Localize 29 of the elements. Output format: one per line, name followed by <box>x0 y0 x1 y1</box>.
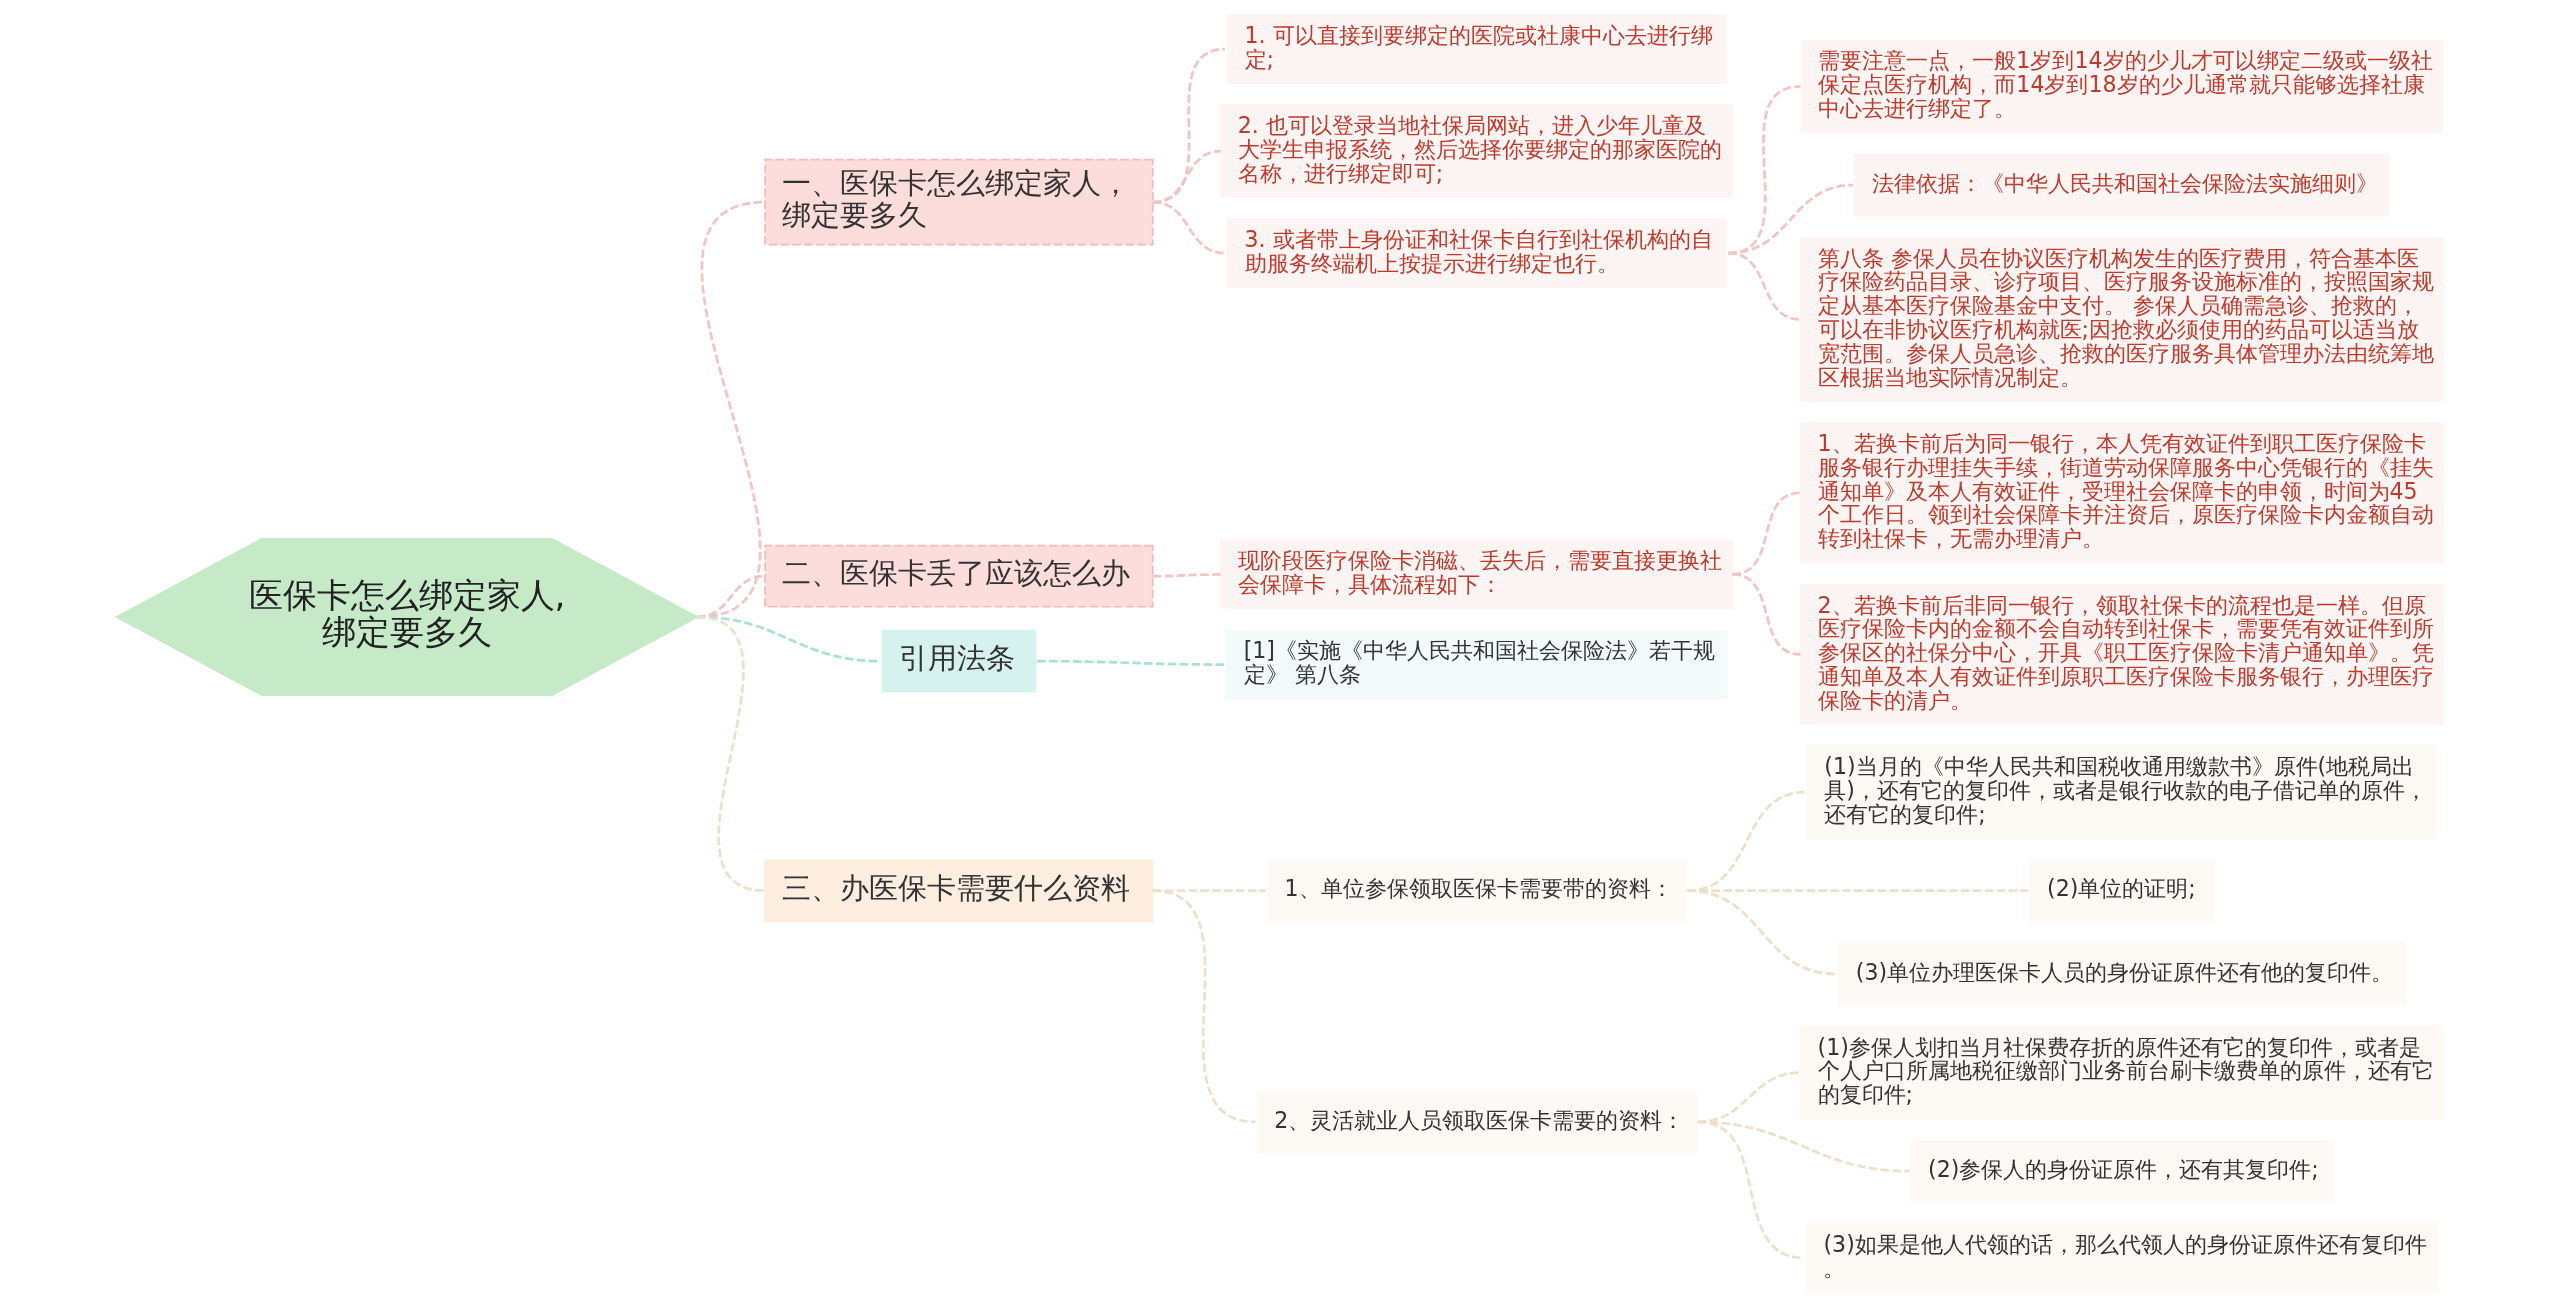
node-box: 1. 可以直接到要绑定的医院或社康中心去进行绑定; <box>1226 14 1727 84</box>
node-box: 一、医保卡怎么绑定家人，绑定要多久 <box>764 158 1154 246</box>
node-box: 二、医保卡丢了应该怎么办 <box>764 544 1154 608</box>
node-box: (2)参保人的身份证原件，还有其复印件; <box>1910 1139 2334 1203</box>
node-box: 需要注意一点，一般1岁到14岁的少儿才可以绑定二级或一级社保定点医疗机构，而14岁到18岁的少儿通常就只能够选择社康中心去进行绑定了。 <box>1800 39 2444 134</box>
node-box: 1、单位参保领取医保卡需要带的资料： <box>1266 859 1687 923</box>
node-box: (2)单位的证明; <box>2029 859 2215 923</box>
node-box: 现阶段医疗保险卡消磁、丢失后，需要直接更换社会保障卡，具体流程如下： <box>1219 539 1734 610</box>
connector <box>1728 251 1801 321</box>
node-box: 2、灵活就业人员领取医保卡需要的资料： <box>1256 1090 1697 1154</box>
node-box: 三、办医保卡需要什么资料 <box>764 859 1154 923</box>
connector <box>1697 1071 1801 1124</box>
node-box: 2、若换卡前后非同一银行，领取社保卡的流程也是一样。但原医疗保险卡内的金额不会自动转到社保卡，需要凭有效证件到所参保区的社保分中心，开具《职工医疗保险卡清户通知单》。凭通知单及本人有效证件到原职工医疗保险卡服务银行，办理医疗保险卡的清户。 <box>1799 583 2445 725</box>
node-box: 第八条 参保人员在协议医疗机构发生的医疗费用，符合基本医疗保险药品目录、诊疗项目、医疗服务设施标准的，按照国家规定从基本医疗保险基金中支付。 参保人员确需急诊、抢救的，可以在非协议医疗机构就医;因抢救必须使用的药品可以适当放宽范围。参保人员急诊、抢救的医疗服务具体管理办法由统筹地区根据当地实际情况制定。 <box>1799 236 2445 402</box>
node-box: [1]《实施《中华人民共和国社会保险法》若干规定》 第八条 <box>1225 629 1728 700</box>
connector <box>1152 573 1221 578</box>
node-box: 1、若换卡前后为同一银行，本人凭有效证件到职工医疗保险卡服务银行办理挂失手续，街道劳动保障服务中心凭银行的《挂失通知单》及本人有效证件，受理社会保障卡的申领，时间为45个工作日。领到社会保障卡并注资后，原医疗保险卡内金额自动转到社保卡，无需办理清户。 <box>1799 422 2445 564</box>
connector <box>696 615 766 892</box>
connector <box>1152 200 1226 255</box>
connector <box>1152 889 1256 1124</box>
node-box: 引用法条 <box>881 629 1037 693</box>
connector <box>1687 889 1837 976</box>
node-box: 法律依据：《中华人民共和国社会保险法实施细则》 <box>1854 153 2390 217</box>
node-box: 2. 也可以登录当地社保局网站，进入少年儿童及大学生申报系统，然后选择你要绑定的那家医院的名称，进行绑定即可; <box>1219 104 1734 198</box>
connector <box>1732 573 1801 656</box>
node-box: (1)参保人划扣当月社保费存折的原件还有它的复印件，或者是个人户口所属地税征缴部门业务前台刷卡缴费单的原件，还有它的复印件; <box>1799 1025 2445 1120</box>
connector <box>1037 659 1225 666</box>
node-box: (1)当月的《中华人民共和国税收通用缴款书》原件(地税局出具)，还有它的复印件，或者是银行收款的电子借记单的原件，还有它的复印件; <box>1806 745 2438 839</box>
node-box: 3. 或者带上身份证和社保卡自行到社保机构的自助服务终端机上按提示进行绑定也行。 <box>1226 218 1727 288</box>
